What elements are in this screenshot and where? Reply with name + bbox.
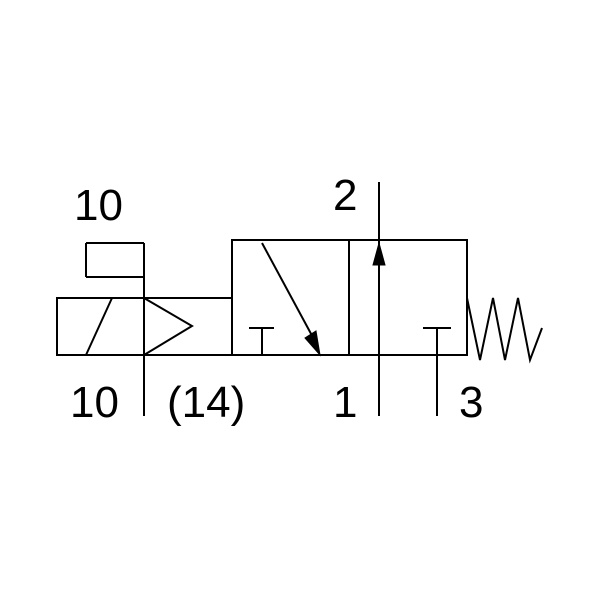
valve-position-right	[348, 239, 468, 356]
actuator-connector	[144, 297, 232, 356]
left-blocked-port-symbol	[249, 327, 274, 355]
top-pilot-port-label: 10	[74, 181, 123, 230]
pilot-triangle	[143, 297, 194, 356]
solenoid-coil-slash	[85, 297, 113, 356]
port-2-label: 2	[333, 171, 357, 220]
left-flow-arrow	[261, 242, 321, 357]
right-blocked-port-symbol	[423, 327, 451, 416]
solenoid-actuator	[56, 297, 145, 356]
valve-body	[231, 239, 468, 356]
top-pilot-bracket	[85, 242, 144, 278]
spring-return	[466, 297, 543, 364]
pilot-port-14-label: (14)	[167, 378, 245, 427]
port-3-label: 3	[459, 378, 483, 427]
bottom-pilot-port-label: 10	[70, 378, 119, 427]
right-flow-arrow	[372, 182, 386, 416]
port-1-label: 1	[333, 378, 357, 427]
